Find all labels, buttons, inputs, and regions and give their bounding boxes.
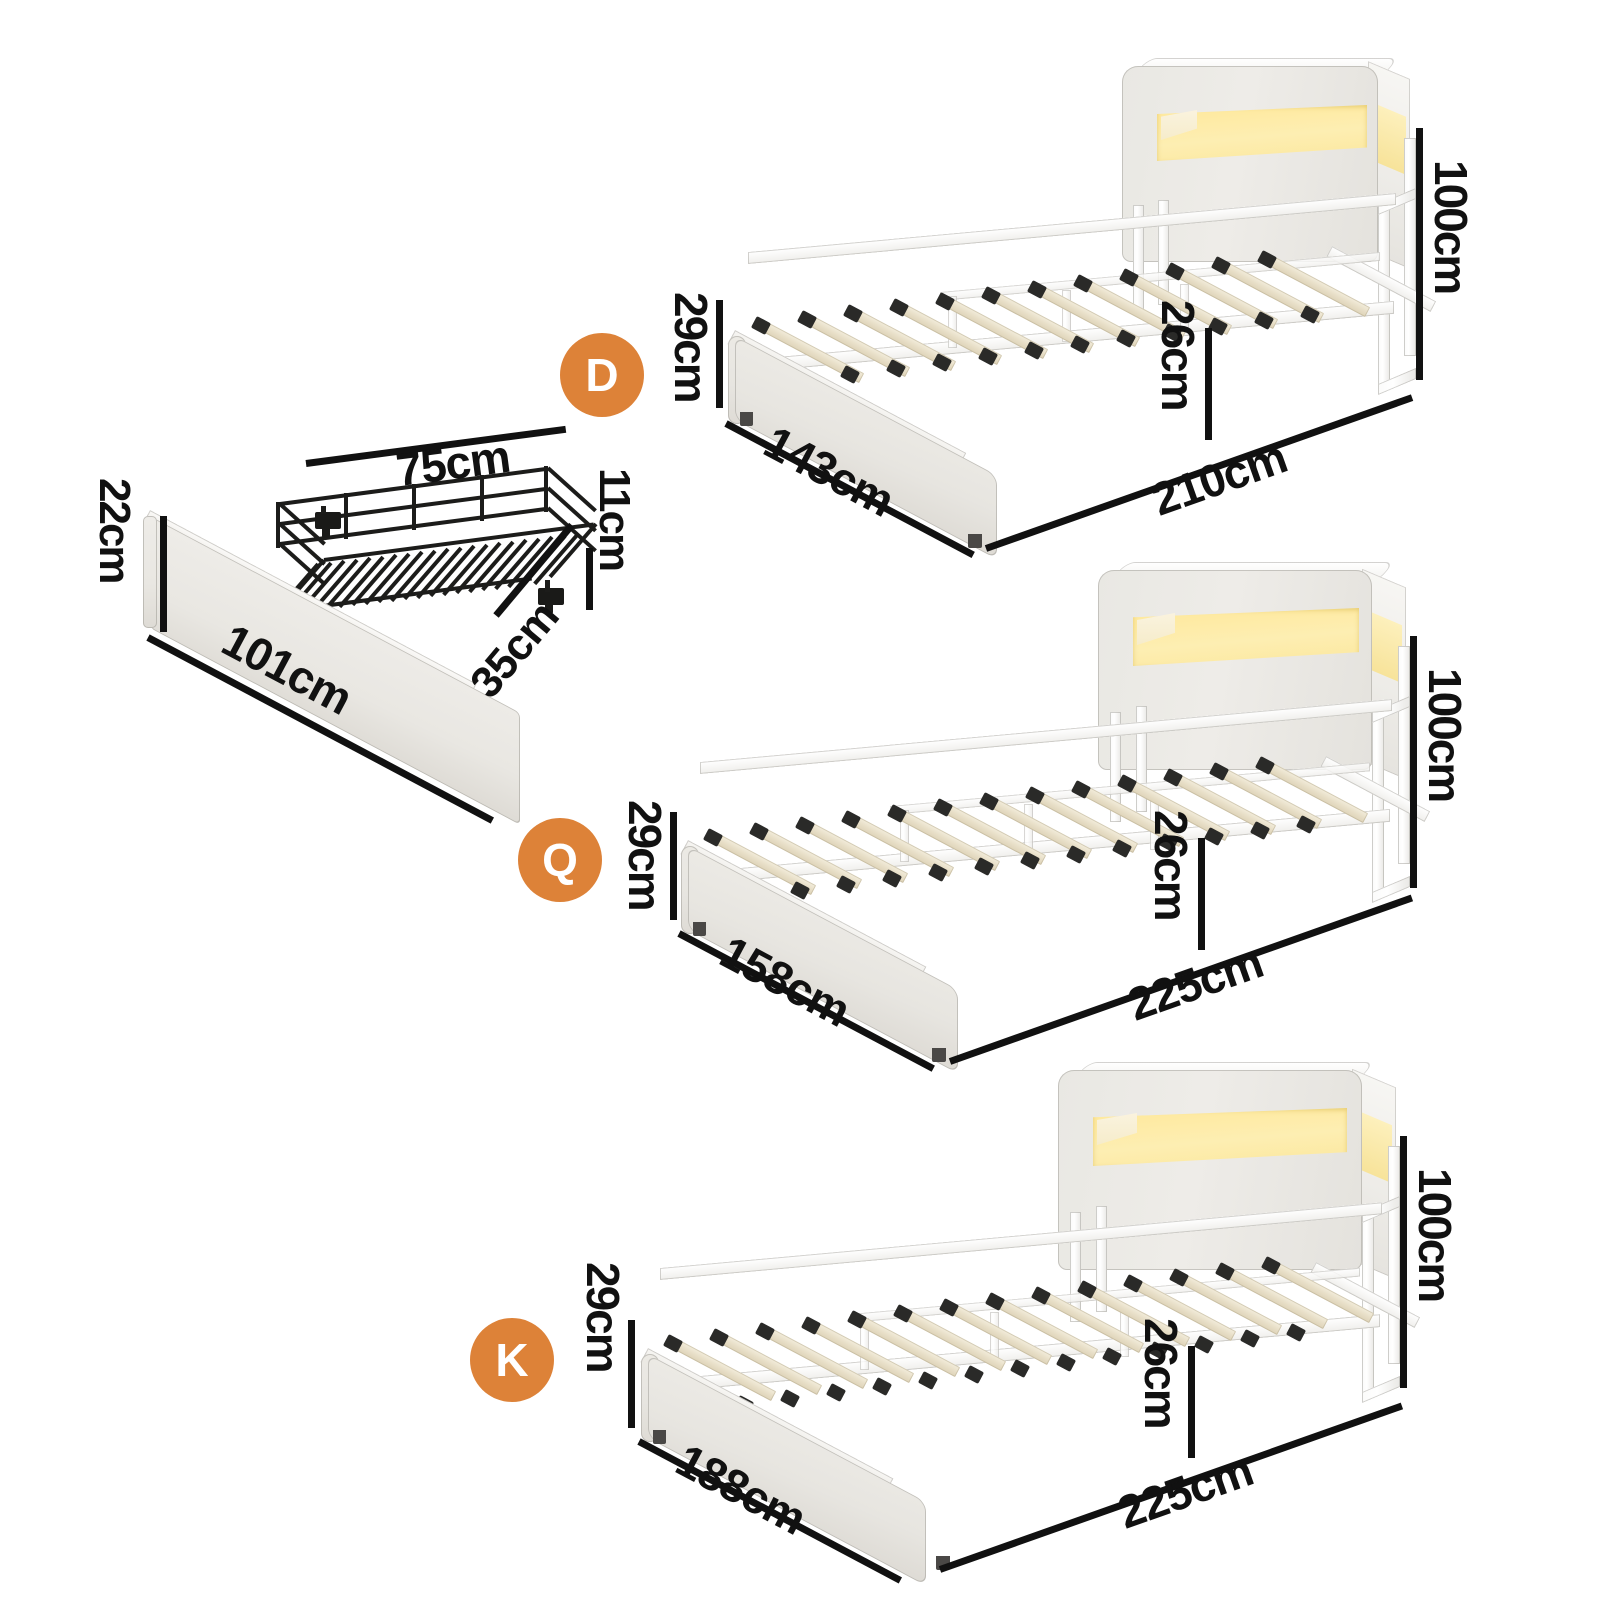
dimension-rule-100-queen [1410, 636, 1417, 888]
dimension-rule-29-queen [670, 812, 677, 920]
dimension-label-26-king: 26cm [1135, 1318, 1187, 1428]
size-badge-queen: Q [518, 818, 602, 902]
headboard-post-left-double [1133, 205, 1144, 315]
center-support-leg-b-king [990, 1312, 999, 1364]
dimension-label-26-queen: 26cm [1145, 810, 1197, 920]
dimension-rule-26-double [1205, 328, 1212, 440]
headboard-post-left-back-queen [1136, 706, 1147, 812]
headboard-post-left-back-double [1158, 200, 1169, 305]
dimension-rule-11-drawer [586, 548, 593, 610]
center-support-leg-a-king [860, 1318, 869, 1370]
dimension-label-29-king: 29cm [577, 1262, 629, 1372]
bed-double: D 29cm 26cm 143cm 210cm 100cm [0, 0, 1600, 560]
headboard-post-right-front-double [1378, 196, 1390, 386]
bed-foot-left-double [740, 412, 753, 426]
dimension-label-100-king: 100cm [1409, 1168, 1461, 1302]
dimension-label-100-double: 100cm [1425, 160, 1477, 294]
size-badge-double: D [560, 333, 644, 417]
drawer-bracket-right-tab [545, 603, 553, 614]
size-badge-king: K [470, 1318, 554, 1402]
dimension-label-11-drawer: 11cm [590, 468, 639, 571]
dimension-rule-26-king [1188, 1346, 1195, 1458]
center-support-leg-c-king [1120, 1305, 1129, 1357]
headboard-post-right-back-king [1388, 1146, 1400, 1364]
dimension-label-26-double: 26cm [1152, 300, 1204, 410]
headboard-post-left-king [1070, 1212, 1081, 1322]
wire-basket [261, 466, 600, 680]
drawer-bracket-left-tab [322, 527, 330, 538]
dimension-label-100-queen: 100cm [1419, 668, 1471, 802]
drawer-front-left-edge [143, 516, 157, 628]
trundle-drawer: 22cm 75cm 11cm 101cm 35cm [0, 0, 700, 825]
bed-foot-right-queen [932, 1048, 946, 1062]
drawer-bracket-left [315, 512, 341, 529]
dimension-rule-26-queen [1198, 838, 1205, 950]
headboard-post-left-back-king [1096, 1206, 1107, 1312]
center-support-leg-a-queen [900, 810, 909, 862]
dimension-rule-22-drawer [160, 516, 167, 632]
bed-foot-left-queen [693, 922, 706, 936]
dimension-rule-29-king [628, 1320, 635, 1428]
headboard-post-left-queen [1110, 712, 1121, 822]
dimension-rule-100-king [1400, 1136, 1407, 1388]
headboard-post-right-front-queen [1372, 704, 1384, 894]
bed-foot-right-double [968, 534, 982, 548]
dimension-label-22-drawer: 22cm [90, 478, 139, 583]
bed-queen: Q 29cm 26cm 158cm 225cm 100cm [518, 562, 1471, 1074]
dimension-rule-29-double [716, 300, 723, 408]
center-support-leg-b-double [1062, 290, 1071, 342]
dimension-rule-100-double [1416, 128, 1423, 380]
center-support-leg-a-double [948, 296, 957, 348]
dimension-label-29-queen: 29cm [619, 800, 671, 910]
dimension-label-225-king: 225cm [1111, 1443, 1259, 1539]
center-support-leg-b-queen [1024, 804, 1033, 856]
bed-foot-left-king [653, 1430, 666, 1444]
drawer-bracket-right [538, 588, 564, 605]
dimension-label-29-double: 29cm [665, 292, 717, 402]
